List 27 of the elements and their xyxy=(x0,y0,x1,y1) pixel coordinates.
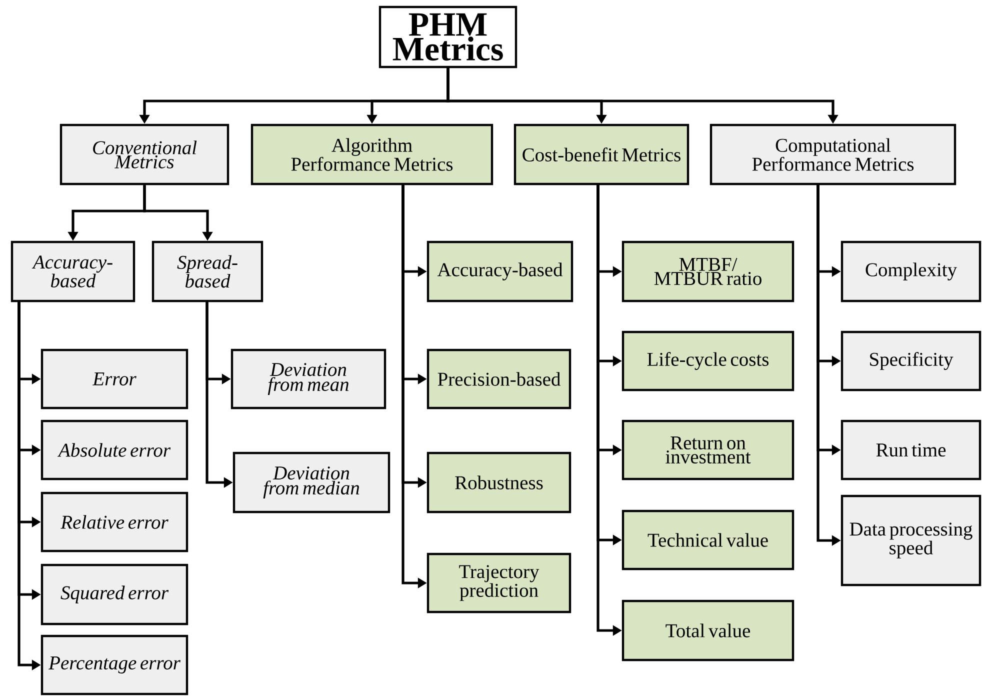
metric-box: Specificity xyxy=(840,330,982,392)
metric-box: Squared error xyxy=(40,564,188,626)
metric-box: Precision-based xyxy=(426,348,572,410)
category-box: Computational Performance Metrics xyxy=(710,124,956,186)
metric-box: Data processing speed xyxy=(840,494,982,586)
metric-box: Trajectory prediction xyxy=(426,552,572,614)
metric-box: Error xyxy=(40,348,188,410)
metric-box: Technical value xyxy=(622,510,794,570)
metric-box: Life-cycle costs xyxy=(622,330,794,392)
metric-box: Deviation from mean xyxy=(230,348,386,410)
metric-box: Accuracy-based xyxy=(10,240,136,302)
metric-box: Accuracy-based xyxy=(426,240,574,302)
metric-box: Deviation from median xyxy=(232,452,390,514)
category-box: Algorithm Performance Metrics xyxy=(250,124,494,186)
metric-box: Percentage error xyxy=(40,634,188,696)
metric-box: MTBF/ MTBUR ratio xyxy=(622,240,794,302)
metric-box: Return on investment xyxy=(622,420,794,480)
metric-box: Relative error xyxy=(40,492,188,552)
metric-box: Total value xyxy=(622,600,794,662)
metric-box: Complexity xyxy=(840,240,982,302)
metric-box: Robustness xyxy=(426,452,572,514)
category-box: Cost-benefit Metrics xyxy=(514,124,690,186)
metric-box: Run time xyxy=(840,420,982,480)
metric-box: Spread-based xyxy=(152,240,264,302)
category-box: Conventional Metrics xyxy=(60,124,230,186)
title-box: PHM Metrics xyxy=(378,6,518,68)
metric-box: Absolute error xyxy=(40,420,188,480)
